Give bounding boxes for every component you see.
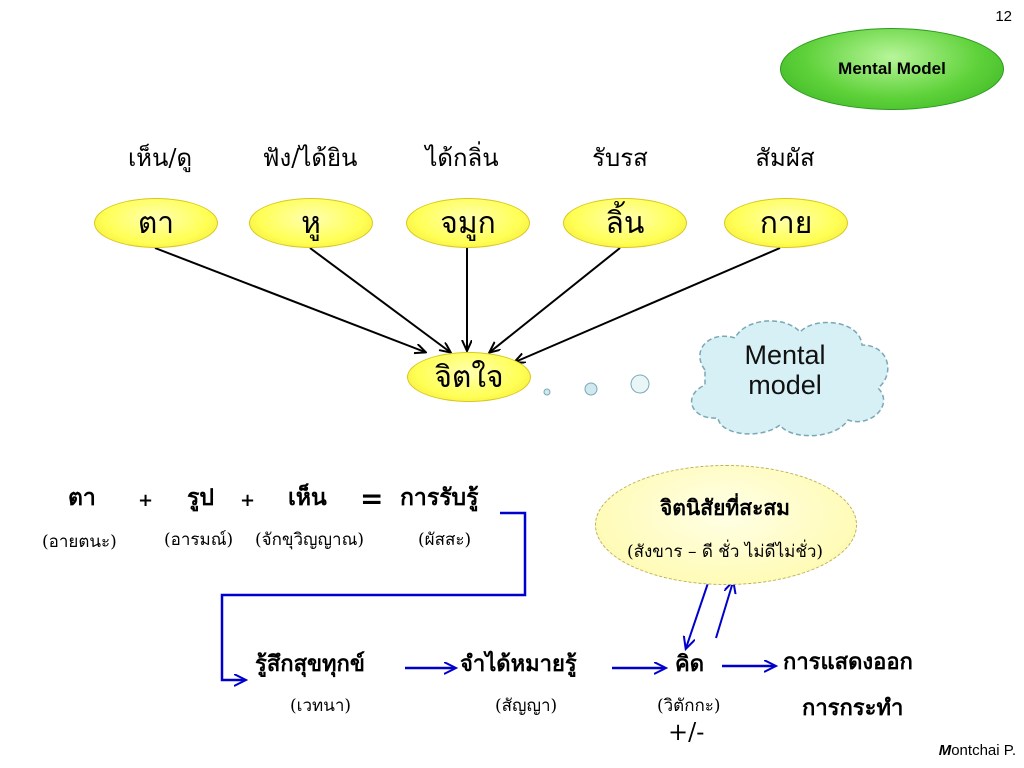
- flow-connector: [220, 511, 527, 680]
- author-rest: ontchai P.: [951, 742, 1016, 759]
- flow-feeling-sub: (เวทนา): [290, 696, 351, 716]
- thought-bubble-medium: [584, 382, 598, 396]
- eq-term-eye: ตา: [68, 484, 96, 511]
- arrow-ear-to-mind: [309, 247, 450, 352]
- flow-output-expression: การแสดงออก: [783, 649, 913, 675]
- flow-feeling: รู้สึกสุขทุกข์: [255, 651, 365, 677]
- slide-number: 12: [995, 8, 1012, 25]
- author-initial: M: [938, 742, 952, 759]
- eq-sub-contact: (ผัสสะ): [418, 530, 472, 550]
- eq-sub-arom: (อารมณ์): [164, 530, 234, 550]
- sense-label-touch: สัมผัส: [755, 144, 815, 172]
- mental-model-cloud: [690, 320, 889, 437]
- eq-plus-2: +: [240, 490, 256, 511]
- sense-label-see: เห็น/ดู: [127, 144, 193, 172]
- sense-label-smell: ได้กลิ่น: [425, 144, 499, 172]
- eq-result-perception: การรับรู้: [400, 484, 479, 511]
- organ-tongue: ลิ้น: [563, 198, 687, 248]
- organ-eye: ตา: [94, 198, 218, 248]
- flow-think: คิด: [675, 651, 705, 677]
- habit-ellipse: [595, 465, 857, 585]
- organ-ear: หู: [249, 198, 373, 248]
- flow-memory: จำได้หมายรู้: [460, 651, 577, 677]
- flow-think-sub: (วิตักกะ): [657, 696, 721, 716]
- cloud-line-1: Mental: [744, 340, 826, 370]
- arrow-habit-to-think: [686, 582, 709, 648]
- thought-bubble-small: [543, 388, 551, 396]
- sense-label-taste: รับรส: [592, 144, 648, 172]
- sense-label-hear: ฟัง/ได้ยิน: [262, 144, 358, 172]
- mind-node: จิตใจ: [407, 352, 531, 402]
- eq-term-see: เห็น: [288, 484, 327, 511]
- habit-title: จิตนิสัยที่สะสม: [659, 495, 791, 520]
- arrow-eye-to-mind: [154, 247, 425, 352]
- title-pill: Mental Model: [780, 28, 1004, 110]
- flow-memory-sub: (สัญญา): [495, 696, 558, 716]
- arrow-tongue-to-mind: [490, 247, 621, 352]
- eq-equals: =: [360, 482, 384, 515]
- thought-bubble-large: [630, 374, 650, 394]
- eq-sub-ayatana: (อายตนะ): [42, 532, 117, 552]
- eq-plus-1: +: [138, 490, 154, 511]
- author-credit: Montchai P.: [939, 742, 1016, 759]
- cloud-line-2: model: [748, 370, 822, 400]
- organ-nose: จมูก: [406, 198, 530, 248]
- arrow-body-to-mind: [515, 247, 781, 362]
- arrow-think-to-habit: [715, 582, 733, 639]
- eq-term-form: รูป: [187, 484, 214, 511]
- habit-subtitle: (สังขาร – ดี ชั่ว ไม่ดีไม่ชั่ว): [626, 542, 824, 562]
- eq-sub-consciousness: (จักขุวิญญาณ): [255, 530, 364, 550]
- flow-output-action: การกระทำ: [802, 695, 904, 721]
- organ-body: กาย: [724, 198, 848, 248]
- cloud-label: Mental model: [700, 340, 870, 400]
- flow-plusminus: +/-: [668, 718, 705, 746]
